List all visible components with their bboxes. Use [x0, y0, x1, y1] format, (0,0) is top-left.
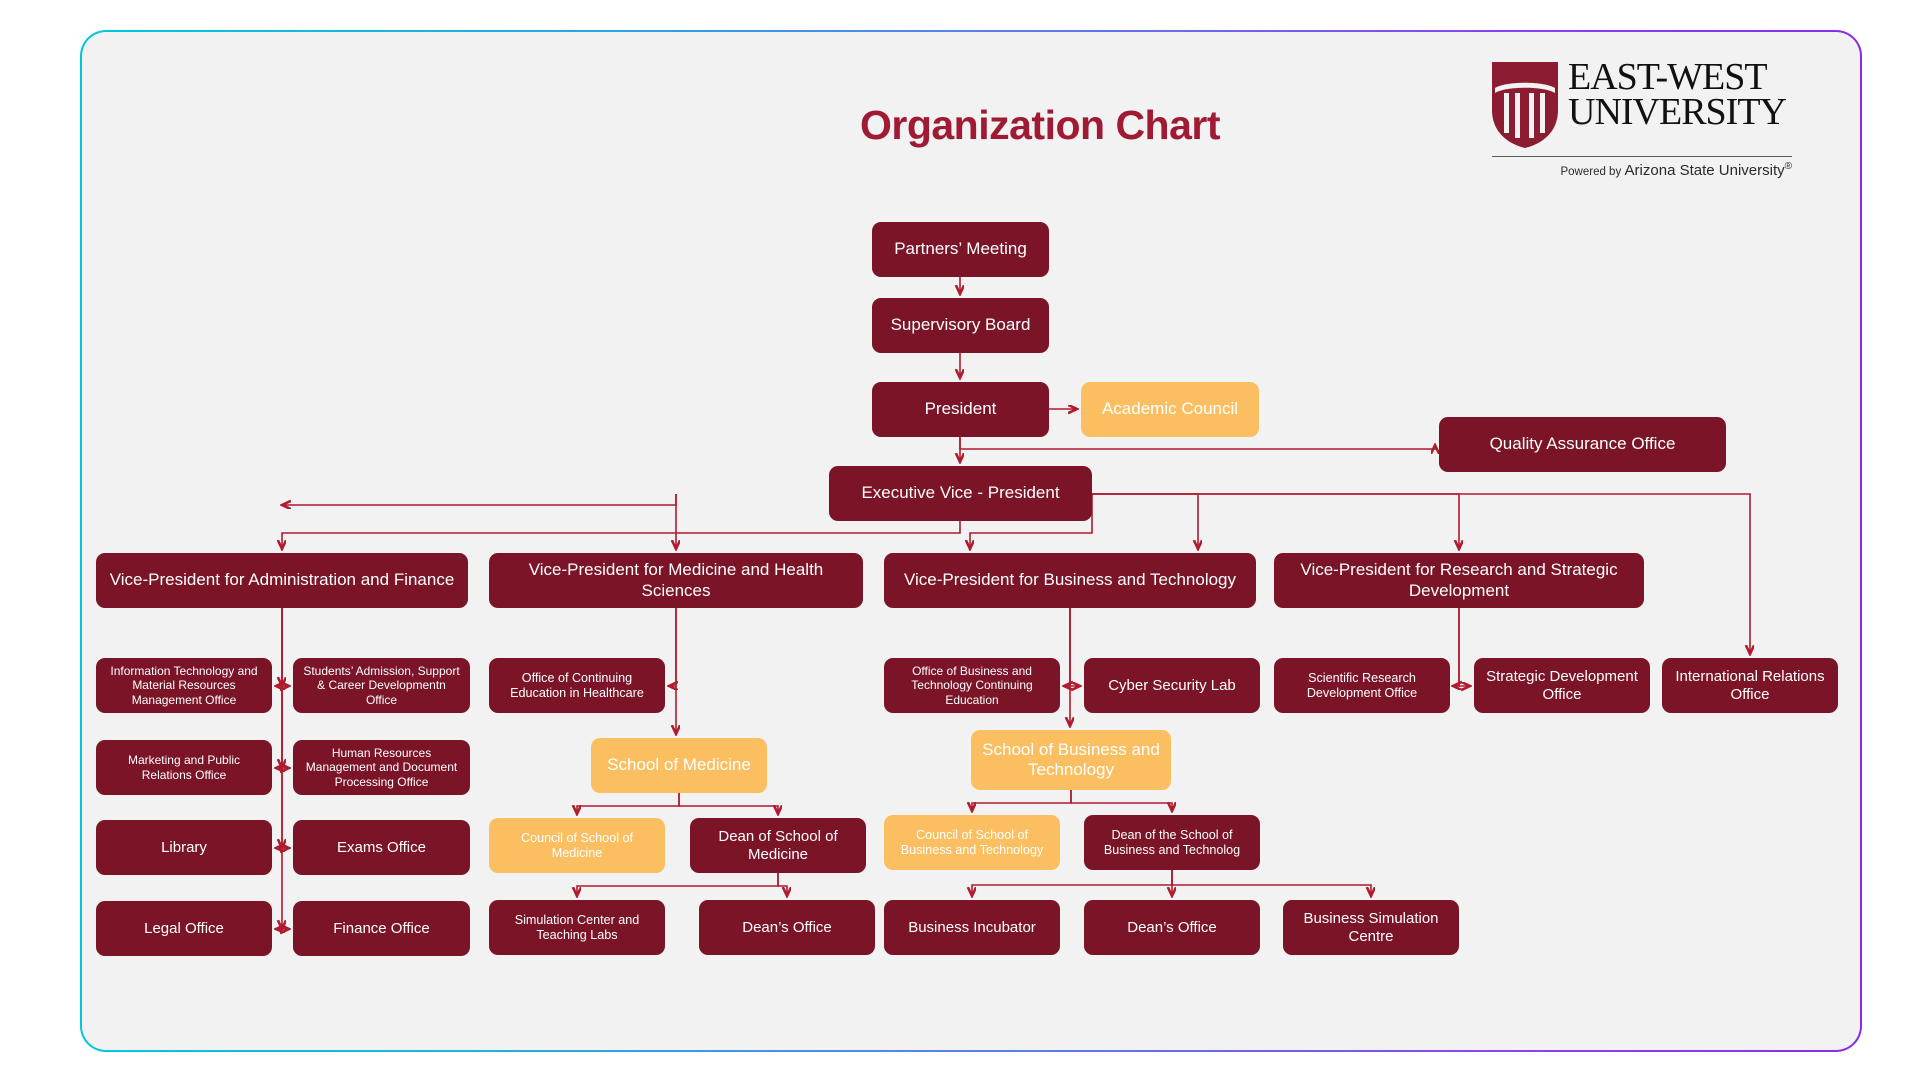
org-node-supervisory_board[interactable]: Supervisory Board — [872, 298, 1049, 353]
org-node-exec_vice_pres[interactable]: Executive Vice - President — [829, 466, 1092, 521]
connector-edges — [276, 277, 1750, 929]
org-node-label: Office of Continuing Education in Health… — [510, 670, 644, 700]
org-node-label: Legal Office — [144, 919, 224, 937]
org-node-label: Cyber Security Lab — [1108, 676, 1236, 694]
org-node-school_medicine[interactable]: School of Medicine — [591, 738, 767, 793]
org-node-label: Simulation Center and Teaching Labs — [514, 912, 640, 942]
org-node-label: Exams Office — [337, 838, 426, 856]
university-logo: EAST-WEST UNIVERSITY Powered by Arizona … — [1492, 56, 1792, 182]
powered-by-prefix: Powered by — [1560, 166, 1622, 178]
org-node-scientific_research[interactable]: Scientific Research Development Office — [1274, 658, 1450, 713]
org-node-label: Executive Vice - President — [861, 483, 1060, 503]
org-node-vp_medicine[interactable]: Vice-President for Medicine and Health S… — [489, 553, 863, 608]
org-node-label: International Relations Office — [1675, 667, 1825, 703]
org-node-label: Dean’s Office — [742, 918, 832, 936]
org-node-label: Finance Office — [333, 919, 430, 937]
powered-by-name: Arizona State University — [1624, 162, 1785, 179]
org-node-label: Dean of School of Medicine — [718, 827, 838, 863]
org-node-label: Partners’ Meeting — [894, 239, 1027, 259]
org-node-label: President — [924, 399, 997, 419]
org-node-label: School of Business and Technology — [982, 739, 1160, 779]
org-node-label: Vice-President for Administration and Fi… — [109, 570, 455, 590]
org-node-label: Scientific Research Development Office — [1306, 670, 1418, 700]
org-node-label: Vice-President for Medicine and Health S… — [528, 560, 824, 600]
org-node-school_business[interactable]: School of Business and Technology — [971, 730, 1171, 790]
org-node-label: Business Simulation Centre — [1303, 909, 1439, 945]
org-node-exams_office[interactable]: Exams Office — [293, 820, 470, 875]
org-node-label: Council of School of Business and Techno… — [900, 827, 1044, 857]
registered-mark-icon: ® — [1784, 161, 1792, 172]
org-node-legal_office[interactable]: Legal Office — [96, 901, 272, 956]
org-node-label: Marketing and Public Relations Office — [127, 753, 241, 782]
org-node-it_material_office[interactable]: Information Technology and Material Reso… — [96, 658, 272, 713]
org-node-simulation_center[interactable]: Simulation Center and Teaching Labs — [489, 900, 665, 955]
org-node-label: Students’ Admission, Support & Career De… — [303, 664, 460, 707]
east-west-university-shield-icon — [1492, 62, 1558, 148]
org-node-business_continuing_ed[interactable]: Office of Business and Technology Contin… — [884, 658, 1060, 713]
org-node-label: Office of Business and Technology Contin… — [911, 664, 1033, 707]
logo-divider — [1492, 156, 1792, 157]
org-node-label: School of Medicine — [607, 755, 751, 775]
org-node-label: Dean of the School of Business and Techn… — [1103, 827, 1241, 857]
org-node-president[interactable]: President — [872, 382, 1049, 437]
logo-line-2: UNIVERSITY — [1568, 91, 1787, 134]
org-node-quality_assurance[interactable]: Quality Assurance Office — [1439, 417, 1726, 472]
org-node-dean_office_business[interactable]: Dean’s Office — [1084, 900, 1260, 955]
org-node-business_simulation[interactable]: Business Simulation Centre — [1283, 900, 1459, 955]
org-node-label: Strategic Development Office — [1486, 667, 1638, 703]
powered-by-text: Powered by Arizona State University® — [1496, 161, 1792, 179]
org-node-label: Vice-President for Business and Technolo… — [903, 570, 1236, 590]
org-node-label: Vice-President for Research and Strategi… — [1300, 560, 1618, 600]
org-node-label: Academic Council — [1101, 399, 1239, 419]
org-node-label: Dean’s Office — [1127, 918, 1217, 936]
org-node-label: Business Incubator — [908, 918, 1036, 936]
org-node-hr_document[interactable]: Human Resources Management and Document … — [293, 740, 470, 795]
org-node-finance_office[interactable]: Finance Office — [293, 901, 470, 956]
org-node-vp_business[interactable]: Vice-President for Business and Technolo… — [884, 553, 1256, 608]
org-node-label: Information Technology and Material Reso… — [110, 664, 258, 707]
org-node-dean_medicine[interactable]: Dean of School of Medicine — [690, 818, 866, 873]
logo-line-1: EAST-WEST — [1568, 56, 1768, 98]
org-node-label: Quality Assurance Office — [1489, 434, 1676, 454]
org-node-label: Supervisory Board — [890, 315, 1031, 335]
org-node-council_medicine[interactable]: Council of School of Medicine — [489, 818, 665, 873]
org-node-international_relations[interactable]: International Relations Office — [1662, 658, 1838, 713]
org-node-cyber_security_lab[interactable]: Cyber Security Lab — [1084, 658, 1260, 713]
org-node-students_admission[interactable]: Students’ Admission, Support & Career De… — [293, 658, 470, 713]
logo-wordmark: EAST-WEST UNIVERSITY — [1568, 56, 1792, 134]
org-node-dean_office_medicine[interactable]: Dean’s Office — [699, 900, 875, 955]
org-node-dean_business[interactable]: Dean of the School of Business and Techn… — [1084, 815, 1260, 870]
org-node-library[interactable]: Library — [96, 820, 272, 875]
page-title: Organization Chart — [859, 102, 1221, 148]
org-node-partners_meeting[interactable]: Partners’ Meeting — [872, 222, 1049, 277]
org-node-label: Library — [161, 838, 207, 856]
org-node-vp_research[interactable]: Vice-President for Research and Strategi… — [1274, 553, 1644, 608]
org-node-label: Human Resources Management and Document … — [305, 746, 458, 789]
org-node-continuing_ed_health[interactable]: Office of Continuing Education in Health… — [489, 658, 665, 713]
org-node-academic_council[interactable]: Academic Council — [1081, 382, 1259, 437]
org-node-label: Council of School of Medicine — [520, 830, 633, 860]
org-node-vp_admin[interactable]: Vice-President for Administration and Fi… — [96, 553, 468, 608]
org-node-council_business[interactable]: Council of School of Business and Techno… — [884, 815, 1060, 870]
org-node-strategic_development[interactable]: Strategic Development Office — [1474, 658, 1650, 713]
org-node-business_incubator[interactable]: Business Incubator — [884, 900, 1060, 955]
org-node-marketing_pr[interactable]: Marketing and Public Relations Office — [96, 740, 272, 795]
